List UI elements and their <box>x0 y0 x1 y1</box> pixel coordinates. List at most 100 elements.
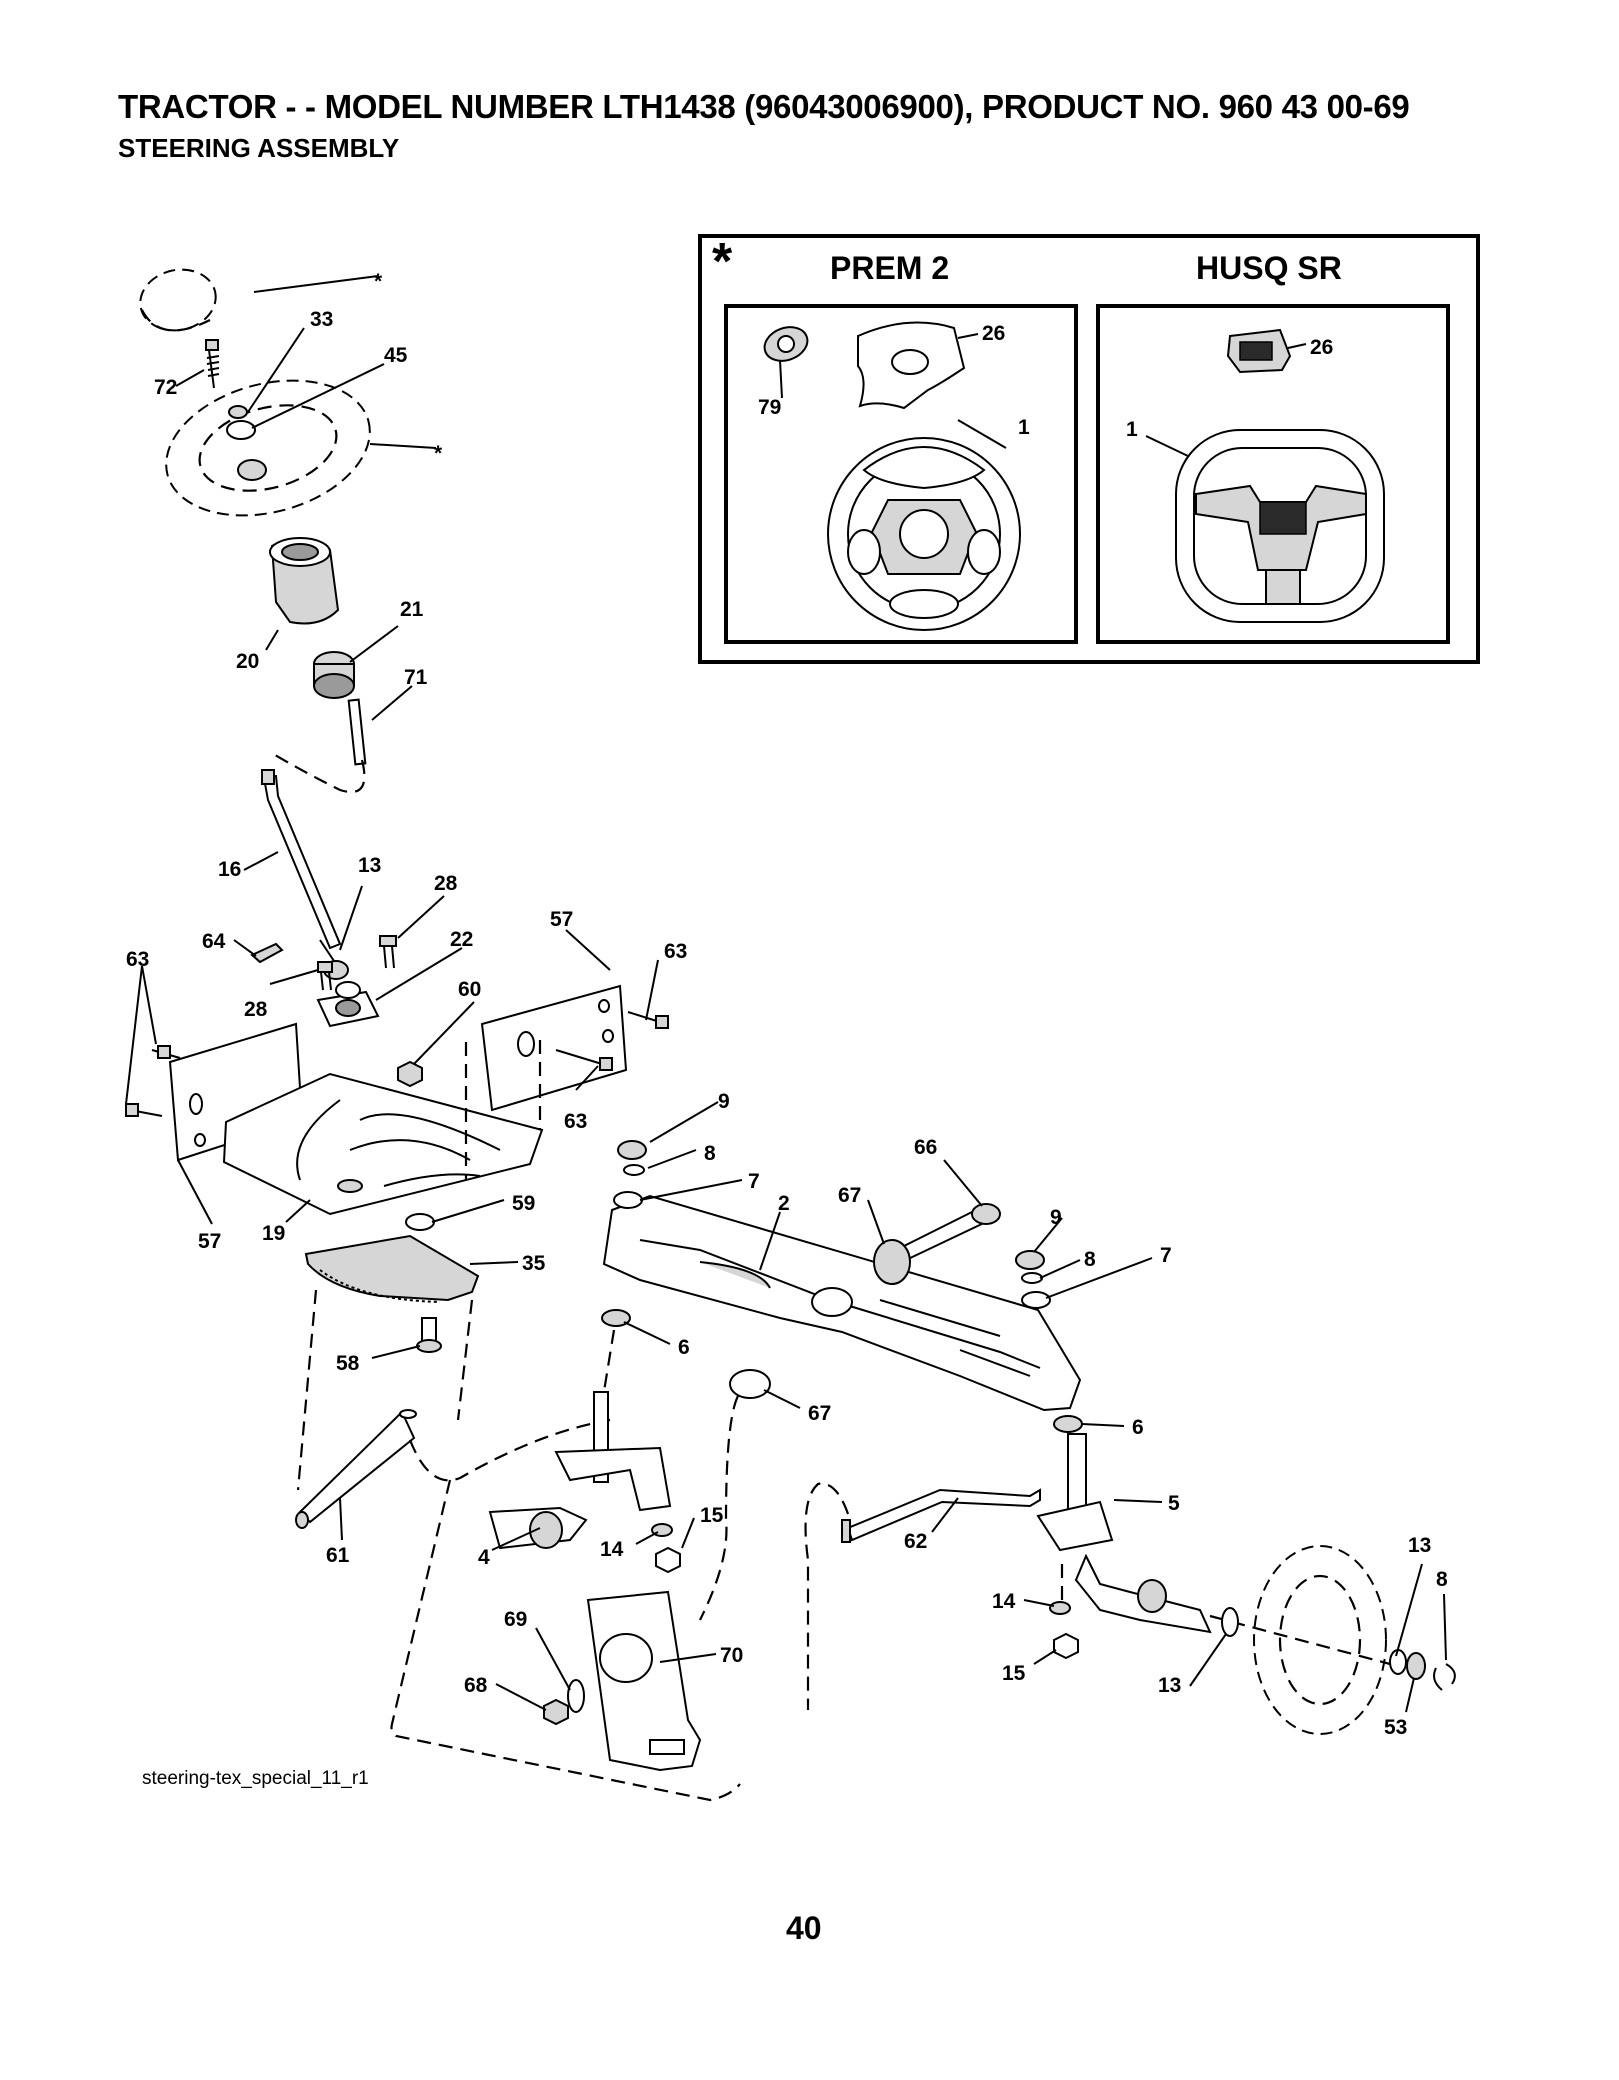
washer-53-part <box>1406 1652 1426 1680</box>
prem2-panel: 26 79 1 <box>724 304 1078 644</box>
page-subtitle: STEERING ASSEMBLY <box>118 133 400 163</box>
callout-57-right: 57 <box>550 908 573 931</box>
shaft-71-part <box>347 698 367 766</box>
callout-13-wheel-bottom: 13 <box>1158 1674 1181 1697</box>
nut-15-left-part <box>655 1546 681 1574</box>
emblem-79-center <box>777 335 795 353</box>
plate-57-right-part <box>480 984 628 1112</box>
husqsr-callout-1: 1 <box>1126 418 1138 441</box>
bolt-63-right-bottom-part <box>555 1049 613 1071</box>
bolt-63-right-top-part <box>627 1011 669 1029</box>
steering-shaft-16-part <box>261 769 342 971</box>
callout-2: 2 <box>778 1192 790 1215</box>
wheel-cap-part <box>139 268 217 332</box>
callout-66: 66 <box>914 1136 937 1159</box>
washer-7-left-part <box>613 1191 643 1209</box>
steering-wheel-options-inset: * PREM 2 HUSQ SR 26 79 1 <box>698 234 1480 664</box>
inset-husqsr-title: HUSQ SR <box>1196 250 1342 286</box>
front-wheel-part <box>1209 1545 1391 1735</box>
callout-59: 59 <box>512 1192 535 1215</box>
callout-13-wheel-top: 13 <box>1408 1534 1431 1557</box>
page-number: 40 <box>786 1910 822 1946</box>
callout-star-wheel: * <box>434 442 443 465</box>
bolt-28-top-part <box>379 935 397 969</box>
callout-6-right: 6 <box>1132 1416 1144 1439</box>
cap-9-left-part <box>617 1140 647 1160</box>
front-axle-2-part <box>602 1194 1082 1412</box>
clip-64-part <box>250 942 284 964</box>
spacer-67-bottom-part <box>729 1369 771 1399</box>
base-plate-19-part <box>222 1072 544 1216</box>
callout-20: 20 <box>236 650 259 673</box>
callout-63-right-bottom: 63 <box>564 1110 587 1133</box>
washer-13-outer-part <box>1389 1649 1407 1675</box>
washer-14-right-part <box>1049 1601 1071 1615</box>
callout-63-right-top: 63 <box>664 940 687 963</box>
callout-8-right: 8 <box>1084 1248 1096 1271</box>
spindle-4-part <box>488 1391 672 1550</box>
nut-15-right-part <box>1053 1632 1079 1660</box>
prem2-leader-79 <box>779 359 783 399</box>
callout-star-top: * <box>374 270 383 293</box>
callout-4: 4 <box>478 1546 490 1569</box>
bushing-21-part <box>313 651 355 699</box>
prem2-leader-26 <box>957 333 979 339</box>
callout-8-wheel: 8 <box>1436 1568 1448 1591</box>
husqsr-wheel-drawing: 26 1 <box>1126 328 1385 623</box>
prem2-callout-1: 1 <box>1018 416 1030 439</box>
nut-68-part <box>543 1698 569 1726</box>
callout-9-right: 9 <box>1050 1206 1062 1229</box>
callout-68: 68 <box>464 1674 488 1697</box>
bracket-70-part <box>586 1590 702 1772</box>
callout-14-left: 14 <box>600 1538 624 1561</box>
page-title: TRACTOR - - MODEL NUMBER LTH1438 (960430… <box>118 88 1410 125</box>
husqsr-steering-wheel-1-part <box>1175 429 1385 623</box>
clip-8-right-part <box>1021 1272 1043 1284</box>
callout-58: 58 <box>336 1352 360 1375</box>
callout-5: 5 <box>1168 1492 1180 1515</box>
bolt-63-lower-part <box>125 1103 163 1117</box>
callout-63-left: 63 <box>126 948 149 971</box>
callout-67-top: 67 <box>838 1184 861 1207</box>
cap-9-right-part <box>1015 1250 1045 1270</box>
callout-13-shaft: 13 <box>358 854 381 877</box>
callout-28-left: 28 <box>244 998 268 1021</box>
callout-21: 21 <box>400 598 424 621</box>
bolt-28-left-part <box>317 961 333 991</box>
drag-link-61-part <box>295 1409 417 1529</box>
callout-61: 61 <box>326 1544 350 1567</box>
callout-72: 72 <box>154 376 177 399</box>
callout-28-top: 28 <box>434 872 458 895</box>
callout-9-left: 9 <box>718 1090 730 1113</box>
steering-cover-20-part <box>269 537 340 625</box>
steering-wheel-part <box>165 379 371 517</box>
callout-33: 33 <box>310 308 333 331</box>
prem2-steering-wheel-1-part <box>827 437 1021 631</box>
callout-45: 45 <box>384 344 408 367</box>
callout-6-left: 6 <box>678 1336 690 1359</box>
callout-7-right: 7 <box>1160 1244 1172 1267</box>
callout-22: 22 <box>450 928 473 951</box>
shaft-assembly-dashline <box>269 751 366 793</box>
washer-7-right-part <box>1021 1291 1051 1309</box>
husqsr-panel: 26 1 <box>1096 304 1450 644</box>
callout-67-bottom: 67 <box>808 1402 831 1425</box>
pivot-bolt-66-part <box>899 1203 1001 1261</box>
callout-19: 19 <box>262 1222 285 1245</box>
husqsr-callout-26: 26 <box>1310 336 1333 359</box>
gear-dashline <box>296 1289 474 1491</box>
callout-60: 60 <box>458 978 481 1001</box>
callout-labels: * 33 45 72 * 21 20 71 16 13 28 64 22 57 … <box>126 270 1448 1739</box>
prem2-callout-26: 26 <box>982 322 1005 345</box>
bolt-63-upper-part <box>151 1045 181 1059</box>
inset-star-marker: * <box>712 233 733 291</box>
sector-gear-35-part <box>304 1234 480 1303</box>
callout-57-left: 57 <box>198 1230 221 1253</box>
callout-8-left: 8 <box>704 1142 716 1165</box>
washer-45-part <box>226 420 256 440</box>
nut-60-part <box>397 1060 423 1088</box>
leader-lines <box>125 275 1447 1713</box>
callout-70: 70 <box>720 1644 743 1667</box>
callout-15-left: 15 <box>700 1504 724 1527</box>
